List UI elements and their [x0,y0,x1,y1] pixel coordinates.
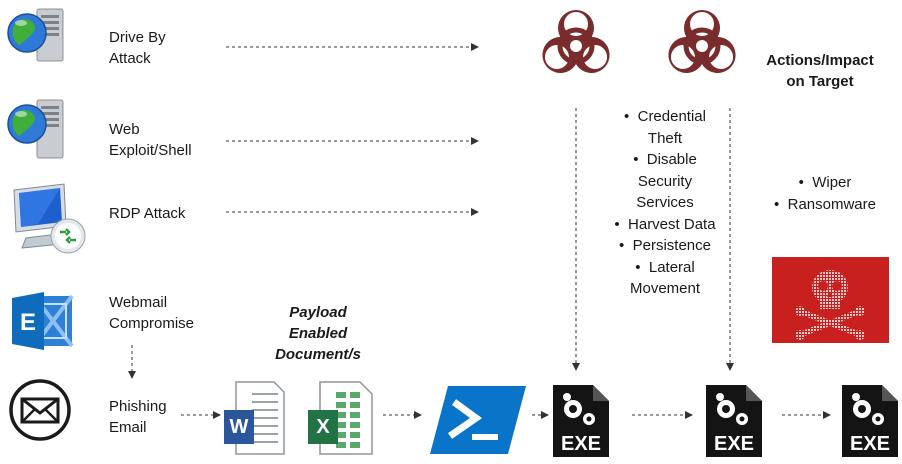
post-exploitation-actions-list: • Credential Theft • Disable Security Se… [590,106,740,300]
impact-item: • Ransomware [774,195,876,213]
powershell-icon [428,384,528,456]
impact-list: • Wiper • Ransomware [760,172,890,215]
action-item-cont: Movement [629,280,701,297]
exe-file-icon: EXE [704,383,764,459]
exe-label: EXE [849,433,891,455]
word-letter: W [229,416,249,438]
biohazard-icon [659,4,745,84]
exchange-icon: E [10,290,76,352]
svg-text:E: E [20,309,36,336]
exe-label: EXE [713,433,755,455]
action-item: • Lateral [635,258,695,276]
impact-item: • Wiper [798,174,852,191]
excel-letter: X [316,416,330,438]
rdp-attack-label: RDP Attack [109,205,186,222]
excel-document-icon: X [306,380,376,456]
exe-file-icon: EXE [551,383,611,459]
exe-label: EXE [560,433,602,455]
envelope-icon [8,378,72,442]
action-item: • Harvest Data [614,215,716,233]
ransomware-skull-image [772,257,889,343]
word-document-icon: W [222,380,286,456]
remote-desktop-icon [8,180,86,258]
action-item-cont: Theft [647,129,683,147]
action-item-cont: Security [637,172,693,190]
action-item: • Persistence [619,237,711,254]
globe-server-icon [5,5,75,65]
action-item: • Credential [624,108,706,125]
exe-file-icon: EXE [840,383,900,459]
globe-server-icon [5,94,75,164]
action-item-cont: Services [636,194,694,211]
biohazard-icon [533,4,619,84]
action-item: • Disable [633,151,697,168]
